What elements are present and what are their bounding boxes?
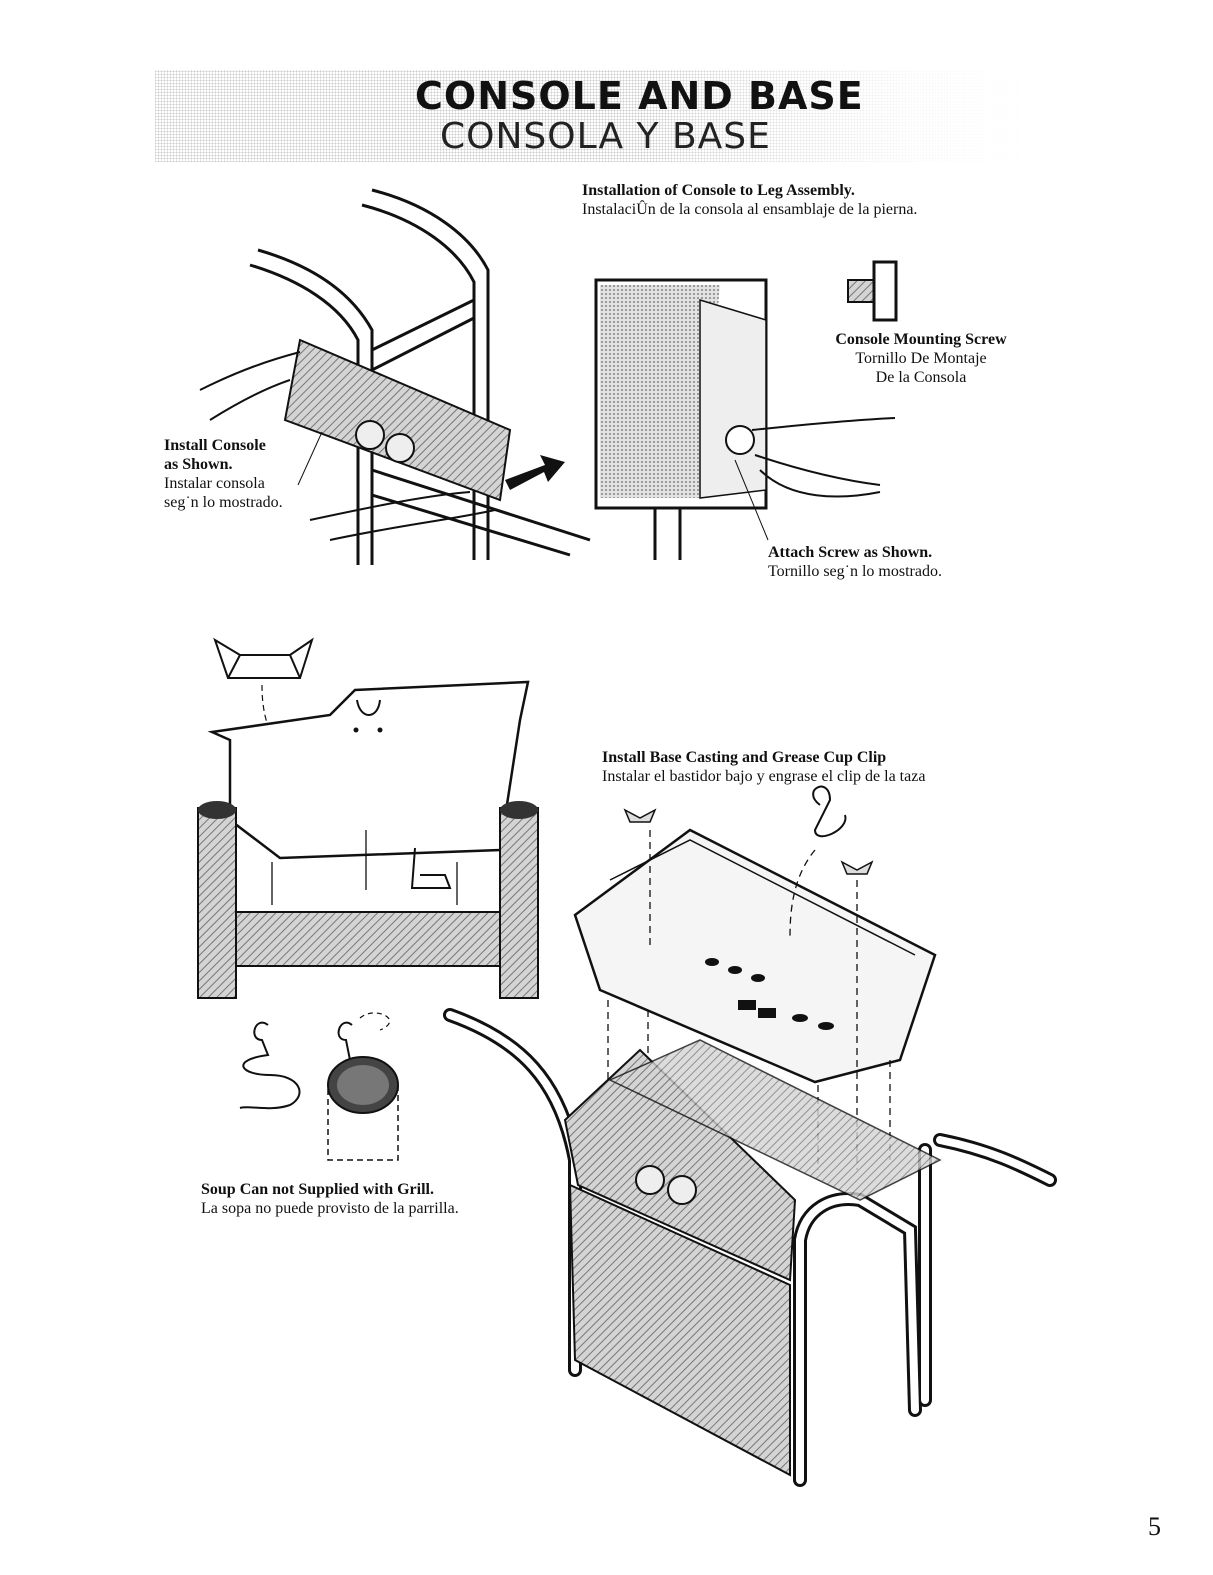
page-title: CONSOLE AND BASE xyxy=(415,74,864,118)
step1-heading: Installation of Console to Leg Assembly. xyxy=(582,182,855,199)
screw-label: Console Mounting Screw xyxy=(835,331,1007,348)
soup-can-note-spanish: La sopa no puede provisto de la parrilla… xyxy=(201,1200,459,1217)
install-console-label-1: Install Console xyxy=(164,437,266,454)
step1-heading-spanish: InstalaciÛn de la consola al ensamblaje … xyxy=(582,201,918,218)
step2-heading: Install Base Casting and Grease Cup Clip xyxy=(602,749,887,766)
page-number: 5 xyxy=(1148,1512,1161,1541)
attach-screw-spanish: Tornillo seg˙n lo mostrado. xyxy=(768,563,942,580)
header-banner xyxy=(155,70,1035,162)
wing-nut-icon xyxy=(213,637,314,679)
screw-icon xyxy=(847,260,898,322)
install-console-spanish-1: Instalar consola xyxy=(164,475,265,492)
screw-label-spanish-1: Tornillo De Montaje xyxy=(855,350,987,367)
soup-can-note: Soup Can not Supplied with Grill. xyxy=(201,1181,434,1198)
install-console-label-2: as Shown. xyxy=(164,456,233,473)
attach-screw-label: Attach Screw as Shown. xyxy=(768,544,933,561)
install-console-spanish-2: seg˙n lo mostrado. xyxy=(164,494,283,511)
screw-label-spanish-2: De la Consola xyxy=(875,369,967,386)
step2-heading-spanish: Instalar el bastidor bajo y engrase el c… xyxy=(602,768,926,785)
page-title-spanish: CONSOLA Y BASE xyxy=(440,116,771,157)
